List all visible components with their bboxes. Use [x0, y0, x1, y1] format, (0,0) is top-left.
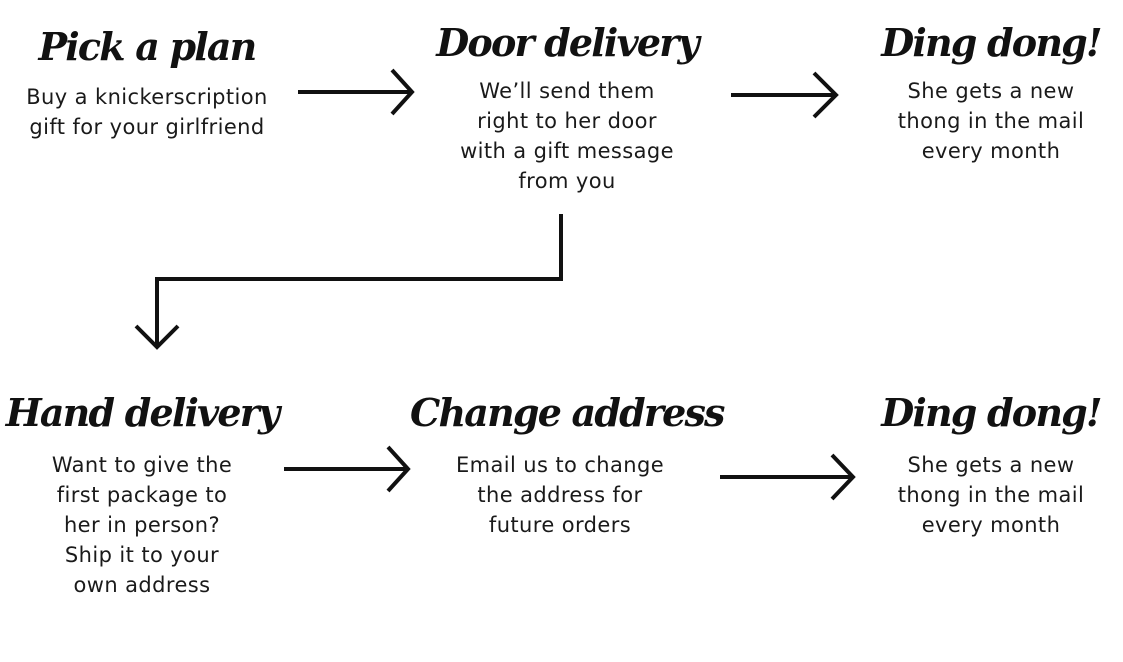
step-change-address: Change address Email us to change the ad…: [410, 390, 725, 540]
description-line: every month: [921, 513, 1061, 537]
description-line: every month: [921, 139, 1061, 163]
step-title: Pick a plan: [38, 24, 257, 69]
description-line: the address for: [477, 483, 643, 507]
description-line: Ship it to your: [64, 543, 220, 567]
step-description: We’ll send them right to her door with a…: [422, 76, 712, 196]
step-ding-dong-bottom: Ding dong! She gets a new thong in the m…: [846, 390, 1123, 540]
step-pick-a-plan: Pick a plan Buy a knickerscription gift …: [2, 24, 292, 142]
description-line: gift for your girlfriend: [29, 115, 265, 139]
description-line: right to her door: [477, 109, 657, 133]
description-line: first package to: [56, 483, 228, 507]
arrow-pick-to-door: [298, 68, 415, 116]
description-line: She gets a new: [907, 453, 1075, 477]
step-ding-dong-top: Ding dong! She gets a new thong in the m…: [846, 20, 1123, 166]
arrow-change-to-ding: [720, 453, 856, 501]
step-title: Hand delivery: [5, 390, 280, 435]
step-description: Email us to change the address for futur…: [410, 450, 710, 540]
step-title: Door delivery: [436, 20, 699, 65]
arrow-hand-to-change: [284, 445, 411, 493]
step-description: Want to give the first package to her in…: [2, 450, 282, 600]
step-description: Buy a knickerscription gift for your gir…: [2, 82, 292, 142]
step-description: She gets a new thong in the mail every m…: [846, 450, 1123, 540]
description-line: Want to give the: [51, 453, 233, 477]
description-line: We’ll send them: [479, 79, 655, 103]
description-line: her in person?: [63, 513, 221, 537]
description-line: Email us to change: [455, 453, 665, 477]
description-line: from you: [518, 169, 616, 193]
step-title: Change address: [410, 390, 725, 435]
description-line: thong in the mail: [897, 109, 1085, 133]
step-title: Ding dong!: [881, 20, 1102, 65]
arrow-door-to-ding: [731, 71, 839, 119]
description-line: future orders: [488, 513, 632, 537]
description-line: thong in the mail: [897, 483, 1085, 507]
step-description: She gets a new thong in the mail every m…: [846, 76, 1123, 166]
description-line: with a gift message: [460, 139, 674, 163]
description-line: She gets a new: [907, 79, 1075, 103]
step-title: Ding dong!: [881, 390, 1102, 435]
description-line: own address: [73, 573, 211, 597]
arrow-door-to-hand: [134, 214, 563, 350]
step-hand-delivery: Hand delivery Want to give the first pac…: [2, 390, 282, 600]
step-door-delivery: Door delivery We’ll send them right to h…: [422, 20, 712, 196]
description-line: Buy a knickerscription: [26, 85, 268, 109]
